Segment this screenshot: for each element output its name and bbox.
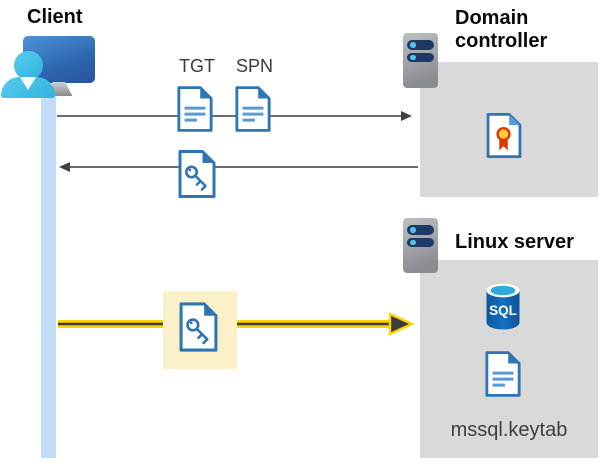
server-drive-bar: [407, 237, 434, 247]
client-label: Client: [27, 6, 83, 28]
keytab-file-label: mssql.keytab: [450, 419, 568, 441]
keytab-document-icon: [484, 350, 522, 398]
domain-controller-server-icon: [403, 33, 438, 88]
keytab-key-document-icon: [178, 301, 219, 353]
user-body-icon: [1, 77, 55, 98]
linux-server-label: Linux server: [455, 231, 574, 253]
server-drive-bar: [407, 40, 434, 50]
sql-database-icon: SQL: [486, 283, 520, 330]
spn-label: SPN: [236, 56, 274, 76]
arrow-domain-controller-to-client: [59, 162, 418, 172]
server-led-dot: [410, 227, 416, 233]
user-collar: [20, 77, 36, 90]
server-led-dot: [410, 54, 416, 60]
service-ticket-key-document-icon: [177, 149, 217, 199]
sql-badge-text: SQL: [489, 303, 517, 318]
domain-controller-label: Domain controller: [455, 7, 548, 52]
server-drive-bar: [407, 225, 434, 235]
linux-server-icon: [403, 218, 438, 273]
server-led-dot: [410, 42, 416, 48]
spn-document-icon: [234, 85, 272, 133]
tgt-label: TGT: [179, 56, 215, 76]
server-drive-bar: [407, 52, 434, 62]
client-timeline-bar: [41, 84, 56, 458]
user-icon: [14, 51, 43, 80]
certificate-document-icon: [485, 112, 523, 159]
tgt-document-icon: [176, 85, 214, 133]
server-led-dot: [410, 239, 416, 245]
